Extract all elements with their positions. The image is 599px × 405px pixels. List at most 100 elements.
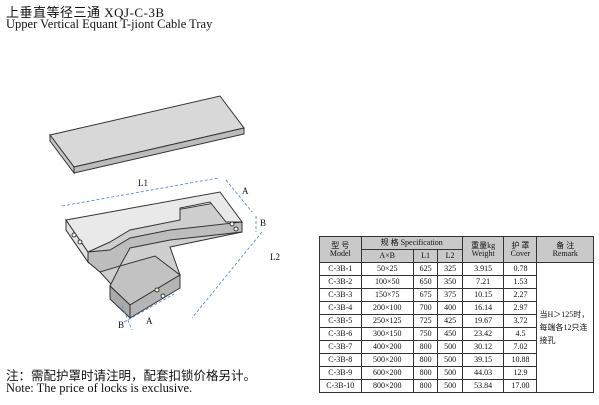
cell-model: C-3B-6 [319,327,362,341]
cell-weight: 16.14 [461,301,505,315]
cell-l2: 500 [437,366,463,380]
cell-model: C-3B-3 [319,288,362,302]
cell-l1: 725 [412,314,439,328]
cell-remark: 当H＞125时，每端各12只连接孔 [536,262,594,393]
cell-cover: 3.72 [503,314,538,328]
cell-axb: 100×50 [360,275,414,289]
cell-model: C-3B-4 [319,301,362,315]
table-row: C-3B-3 150×75 675 375 10.15 2.27 [319,288,594,302]
tray-back-wall [65,191,243,253]
header-axb: A×B [360,249,414,263]
cell-axb: 250×125 [360,314,414,328]
cover-left-edge [49,133,75,175]
cable-tray-drawing: L1 A B L2 A B [49,95,280,331]
dim-l1 [61,177,219,207]
hole [229,221,235,227]
cell-cover: 12.9 [503,366,538,380]
cell-axb: 500×200 [360,353,414,367]
cell-model: C-3B-10 [319,379,362,393]
cell-l1: 800 [412,340,439,354]
tray-side-front [87,221,243,273]
cell-weight: 39.15 [461,353,505,367]
cell-l2: 450 [437,327,463,341]
cell-cover: 7.02 [503,340,538,354]
hole [233,226,239,232]
table-row: C-3B-1 50×25 625 325 3.915 0.78 当H＞125时，… [319,262,594,393]
cell-l1: 700 [412,301,439,315]
cell-weight: 10.15 [461,288,505,302]
cell-l2: 325 [437,262,463,276]
dim-b-bottom [121,305,133,331]
dim-label-b-bottom: B [118,320,124,330]
header-l1: L1 [412,249,439,263]
hole [154,287,160,293]
cell-l2: 350 [437,275,463,289]
cell-weight: 23.42 [461,327,505,341]
note-cn: 注：需配护罩时请注明，配套扣锁价格另计。 [6,369,257,383]
cell-l1: 750 [412,327,439,341]
cell-weight: 44.03 [461,366,505,380]
dim-l2 [191,231,263,319]
cell-l1: 800 [412,366,439,380]
hole [71,232,77,238]
cell-axb: 200×100 [360,301,414,315]
cell-l1: 800 [412,379,439,393]
hole [160,293,166,299]
cell-l2: 500 [437,340,463,354]
cell-l1: 675 [412,288,439,302]
cell-axb: 50×25 [360,262,414,276]
table-row: C-3B-7 400×200 800 500 30.12 7.02 [319,340,594,354]
cell-cover: 0.78 [503,262,538,276]
cell-model: C-3B-8 [319,353,362,367]
cell-axb: 400×200 [360,340,414,354]
cell-l1: 800 [412,353,439,367]
hole [77,239,83,245]
cell-axb: 600×200 [360,366,414,380]
cell-cover: 2.97 [503,301,538,315]
cell-cover: 2.27 [503,288,538,302]
cell-cover: 17.00 [503,379,538,393]
cell-weight: 3.915 [461,262,505,276]
cell-model: C-3B-5 [319,314,362,328]
page-title-en: Upper Vertical Equant T-jiont Cable Tray [6,17,213,31]
table-row: C-3B-9 600×200 800 500 44.03 12.9 [319,366,594,380]
table-row: C-3B-8 500×200 800 500 39.15 10.88 [319,353,594,367]
cell-axb: 300×150 [360,327,414,341]
table-row: C-3B-4 200×100 700 400 16.14 2.97 [319,301,594,315]
cell-cover: 10.88 [503,353,538,367]
cell-weight: 53.84 [461,379,505,393]
cell-model: C-3B-7 [319,340,362,354]
cell-l2: 400 [437,301,463,315]
cell-l2: 500 [437,379,463,393]
page-title-cn: 上垂直等径三通 XQJ-C-3B [6,5,165,20]
dim-a-bottom [123,293,175,323]
cell-l2: 425 [437,314,463,328]
cell-model: C-3B-1 [319,262,362,276]
cell-axb: 150×75 [360,288,414,302]
cell-model: C-3B-2 [319,275,362,289]
dim-label-l1: L1 [138,178,148,188]
dim-label-a-top: A [242,186,249,196]
dim-label-l2: L2 [270,252,280,262]
cell-cover: 4.5 [503,327,538,341]
dim-label-b-right: B [260,218,266,228]
dim-a-top [225,179,253,213]
note-en: Note: The price of locks is exclusive. [6,381,193,395]
cell-model: C-3B-9 [319,366,362,380]
tray-branch-front [129,274,181,319]
table-row: C-3B-5 250×125 725 425 19.67 3.72 [319,314,594,328]
cell-l1: 625 [412,262,439,276]
cell-weight: 19.67 [461,314,505,328]
cell-weight: 7.21 [461,275,505,289]
header-l2: L2 [437,249,463,263]
table-row: C-3B-6 300×150 750 450 23.42 4.5 [319,327,594,341]
table-row: C-3B-10 800×200 800 500 53.84 17.00 [319,379,594,393]
cell-l2: 500 [437,353,463,367]
cell-weight: 30.12 [461,340,505,354]
cell-cover: 1.53 [503,275,538,289]
